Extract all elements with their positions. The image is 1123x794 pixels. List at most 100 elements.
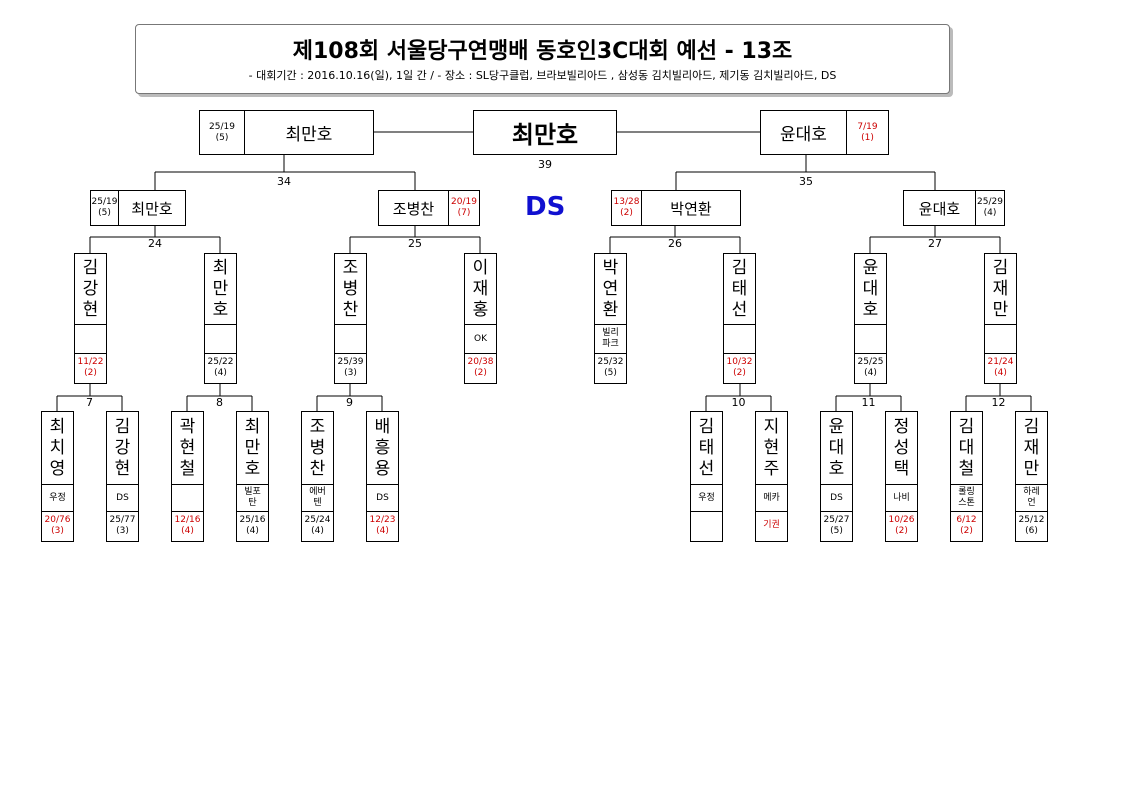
match-number: 10 <box>731 396 746 409</box>
name-char: 대 <box>862 278 879 299</box>
name-char: 현 <box>179 437 196 458</box>
club <box>855 324 886 354</box>
score: 25/24 <box>304 514 331 525</box>
name-char: 정 <box>893 416 910 437</box>
name-char: 용 <box>374 458 391 479</box>
page-title: 제108회 서울당구연맹배 동호인3C대회 예선 - 13조 <box>292 39 793 64</box>
name-char: 치 <box>49 437 66 458</box>
name-char: 성 <box>893 437 910 458</box>
score: 기권 <box>763 520 780 530</box>
name-char: 호 <box>862 299 879 320</box>
name-char: 대 <box>958 437 975 458</box>
innings: (5) <box>215 132 229 143</box>
name-char: 대 <box>828 437 845 458</box>
innings: (4) <box>864 367 877 378</box>
name-char: 김 <box>114 416 131 437</box>
score-cell: 25/27(5) <box>821 510 852 541</box>
name-char: 김 <box>731 257 748 278</box>
name-char: 만 <box>1023 458 1040 479</box>
match-number: 12 <box>991 396 1006 409</box>
name-char: 찬 <box>342 299 359 320</box>
name-char: 조 <box>309 416 326 437</box>
player-name: 윤대호 <box>760 110 847 155</box>
name-char: 찬 <box>309 458 326 479</box>
innings: (4) <box>983 208 997 218</box>
player-box: 25/19(5)최만호 <box>90 190 186 226</box>
innings: (1) <box>861 132 874 143</box>
match-number: 7 <box>86 396 93 409</box>
player-box: 25/19(5)최만호 <box>199 110 374 155</box>
score: 21/24 <box>987 356 1014 367</box>
name-char: 영 <box>49 458 66 479</box>
name-char: 강 <box>114 437 131 458</box>
player-box: 13/28(2)박연환 <box>611 190 741 226</box>
innings: (3) <box>344 367 357 378</box>
score-cell: 10/26(2) <box>886 510 917 541</box>
score-cell: 기권 <box>756 510 787 541</box>
score: 10/26 <box>888 514 915 525</box>
score: 12/16 <box>174 514 201 525</box>
name-char: 철 <box>179 458 196 479</box>
name-char: 태 <box>731 278 748 299</box>
venue-mark: DS <box>525 192 566 222</box>
name-char: 강 <box>82 278 99 299</box>
innings: (4) <box>376 525 389 536</box>
innings: (3) <box>51 525 64 536</box>
innings: (4) <box>181 525 194 536</box>
player-name: 조병찬 <box>378 190 449 226</box>
name-char: 현 <box>114 458 131 479</box>
score: 25/19 <box>209 121 235 132</box>
name-char: 병 <box>342 278 359 299</box>
match-number: 35 <box>799 175 813 188</box>
score-cell: 6/12(2) <box>951 510 982 541</box>
name-char: 조 <box>342 257 359 278</box>
match-number: 27 <box>928 237 942 250</box>
name-char: 배 <box>374 416 391 437</box>
innings: (2) <box>84 367 97 378</box>
score: 20/38 <box>467 356 494 367</box>
club: DS <box>821 484 852 512</box>
name-char: 최 <box>244 416 261 437</box>
name-char: 호 <box>212 299 229 320</box>
name-char: 최 <box>212 257 229 278</box>
name-char: 선 <box>698 458 715 479</box>
score: 20/76 <box>44 514 71 525</box>
innings: (5) <box>98 208 111 218</box>
name-char: 김 <box>1023 416 1040 437</box>
score-cell: 12/23(4) <box>367 510 398 541</box>
name-char: 이 <box>472 257 489 278</box>
name-char: 현 <box>763 437 780 458</box>
name-char: 김 <box>992 257 1009 278</box>
match-number: 9 <box>346 396 353 409</box>
name-char: 지 <box>763 416 780 437</box>
name-char: 김 <box>958 416 975 437</box>
innings: (4) <box>214 367 227 378</box>
name-char: 재 <box>472 278 489 299</box>
name-char: 최 <box>49 416 66 437</box>
name-char: 곽 <box>179 416 196 437</box>
score-cell: 7/19(1) <box>846 110 889 155</box>
score: 6/12 <box>956 514 977 525</box>
score-cell: 25/19(5) <box>199 110 245 155</box>
club: DS <box>367 484 398 512</box>
player-name: 최만호 <box>118 190 186 226</box>
score-cell: 25/22(4) <box>205 352 236 383</box>
match-number: 24 <box>148 237 162 250</box>
